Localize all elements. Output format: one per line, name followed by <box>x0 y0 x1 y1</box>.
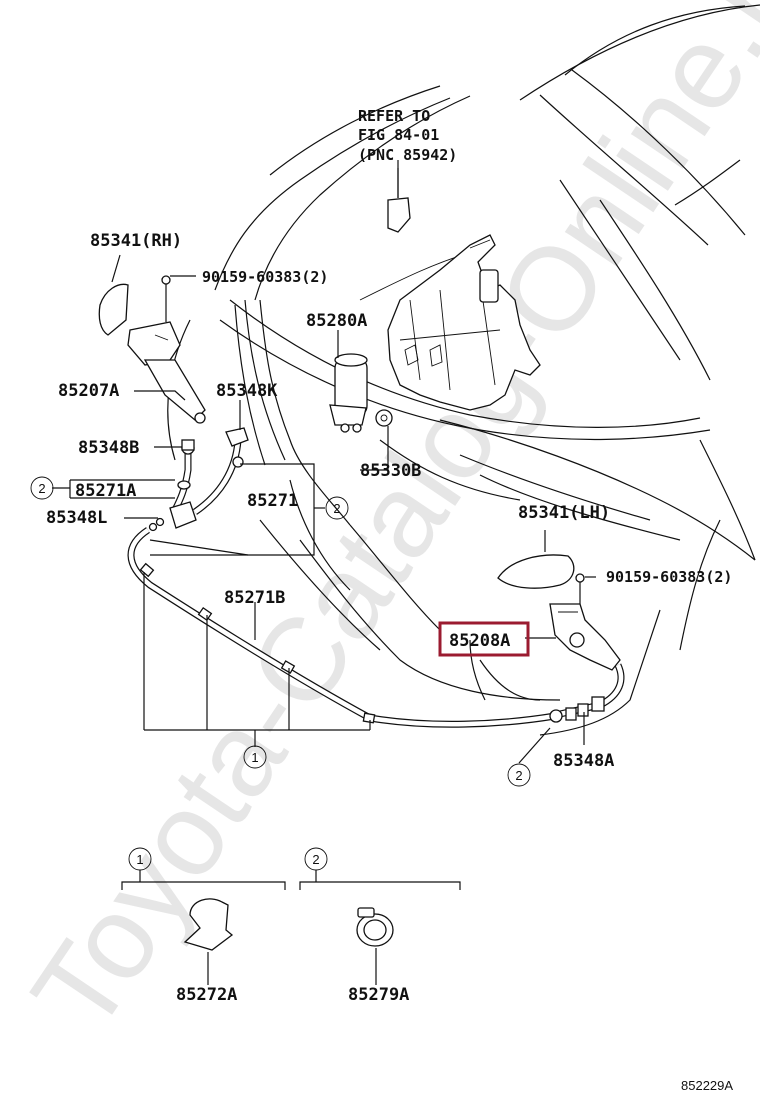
label-85348l: 85348L <box>46 508 107 528</box>
highlight-box <box>438 621 530 657</box>
vehicle-body-outline <box>167 4 760 736</box>
label-85280a: 85280A <box>306 311 367 331</box>
hose-assembly <box>127 427 625 728</box>
callout-2-legend: 2 <box>312 852 319 867</box>
washer-pump <box>329 330 368 433</box>
label-85348b: 85348B <box>78 438 139 458</box>
clip-legend <box>121 870 461 985</box>
label-85272a: 85272A <box>176 985 237 1005</box>
callout-2-right: 2 <box>333 501 340 516</box>
label-85208a: 85208A <box>449 631 510 651</box>
label-85207a: 85207A <box>58 381 119 401</box>
callout-1-hose: 1 <box>251 750 258 765</box>
label-85271: 85271 <box>247 491 298 511</box>
callout-2-left: 2 <box>38 481 45 496</box>
leader-lines <box>52 160 596 764</box>
callout-circles: 2 2 1 2 1 2 <box>30 476 531 871</box>
refer-line-1: REFER TO <box>358 107 430 125</box>
label-85341-lh: 85341(LH) <box>518 503 610 523</box>
lh-washer-nozzle <box>497 530 621 671</box>
label-85348k: 85348K <box>216 381 278 401</box>
figure-id: 852229A <box>681 1078 733 1093</box>
label-90159-top: 90159-60383(2) <box>202 268 328 286</box>
label-90159-right: 90159-60383(2) <box>606 568 732 586</box>
refer-line-2: FIG 84-01 <box>358 126 439 144</box>
rh-washer-nozzle <box>98 254 206 424</box>
label-85330b: 85330B <box>360 461 421 481</box>
callout-1-legend: 1 <box>136 852 143 867</box>
callout-2-lh: 2 <box>515 768 522 783</box>
label-85271b: 85271B <box>224 588 285 608</box>
label-85348a: 85348A <box>553 751 614 771</box>
label-85341-rh: 85341(RH) <box>90 231 182 251</box>
washer-reservoir-tank <box>387 234 541 411</box>
part-labels: REFER TO FIG 84-01 (PNC 85942) 85341(RH)… <box>46 107 733 1093</box>
label-85279a: 85279A <box>348 985 409 1005</box>
pump-grommet <box>360 409 393 471</box>
reservoir-clip <box>387 168 411 233</box>
refer-line-3: (PNC 85942) <box>358 146 457 164</box>
label-85271a: 85271A <box>75 481 136 501</box>
